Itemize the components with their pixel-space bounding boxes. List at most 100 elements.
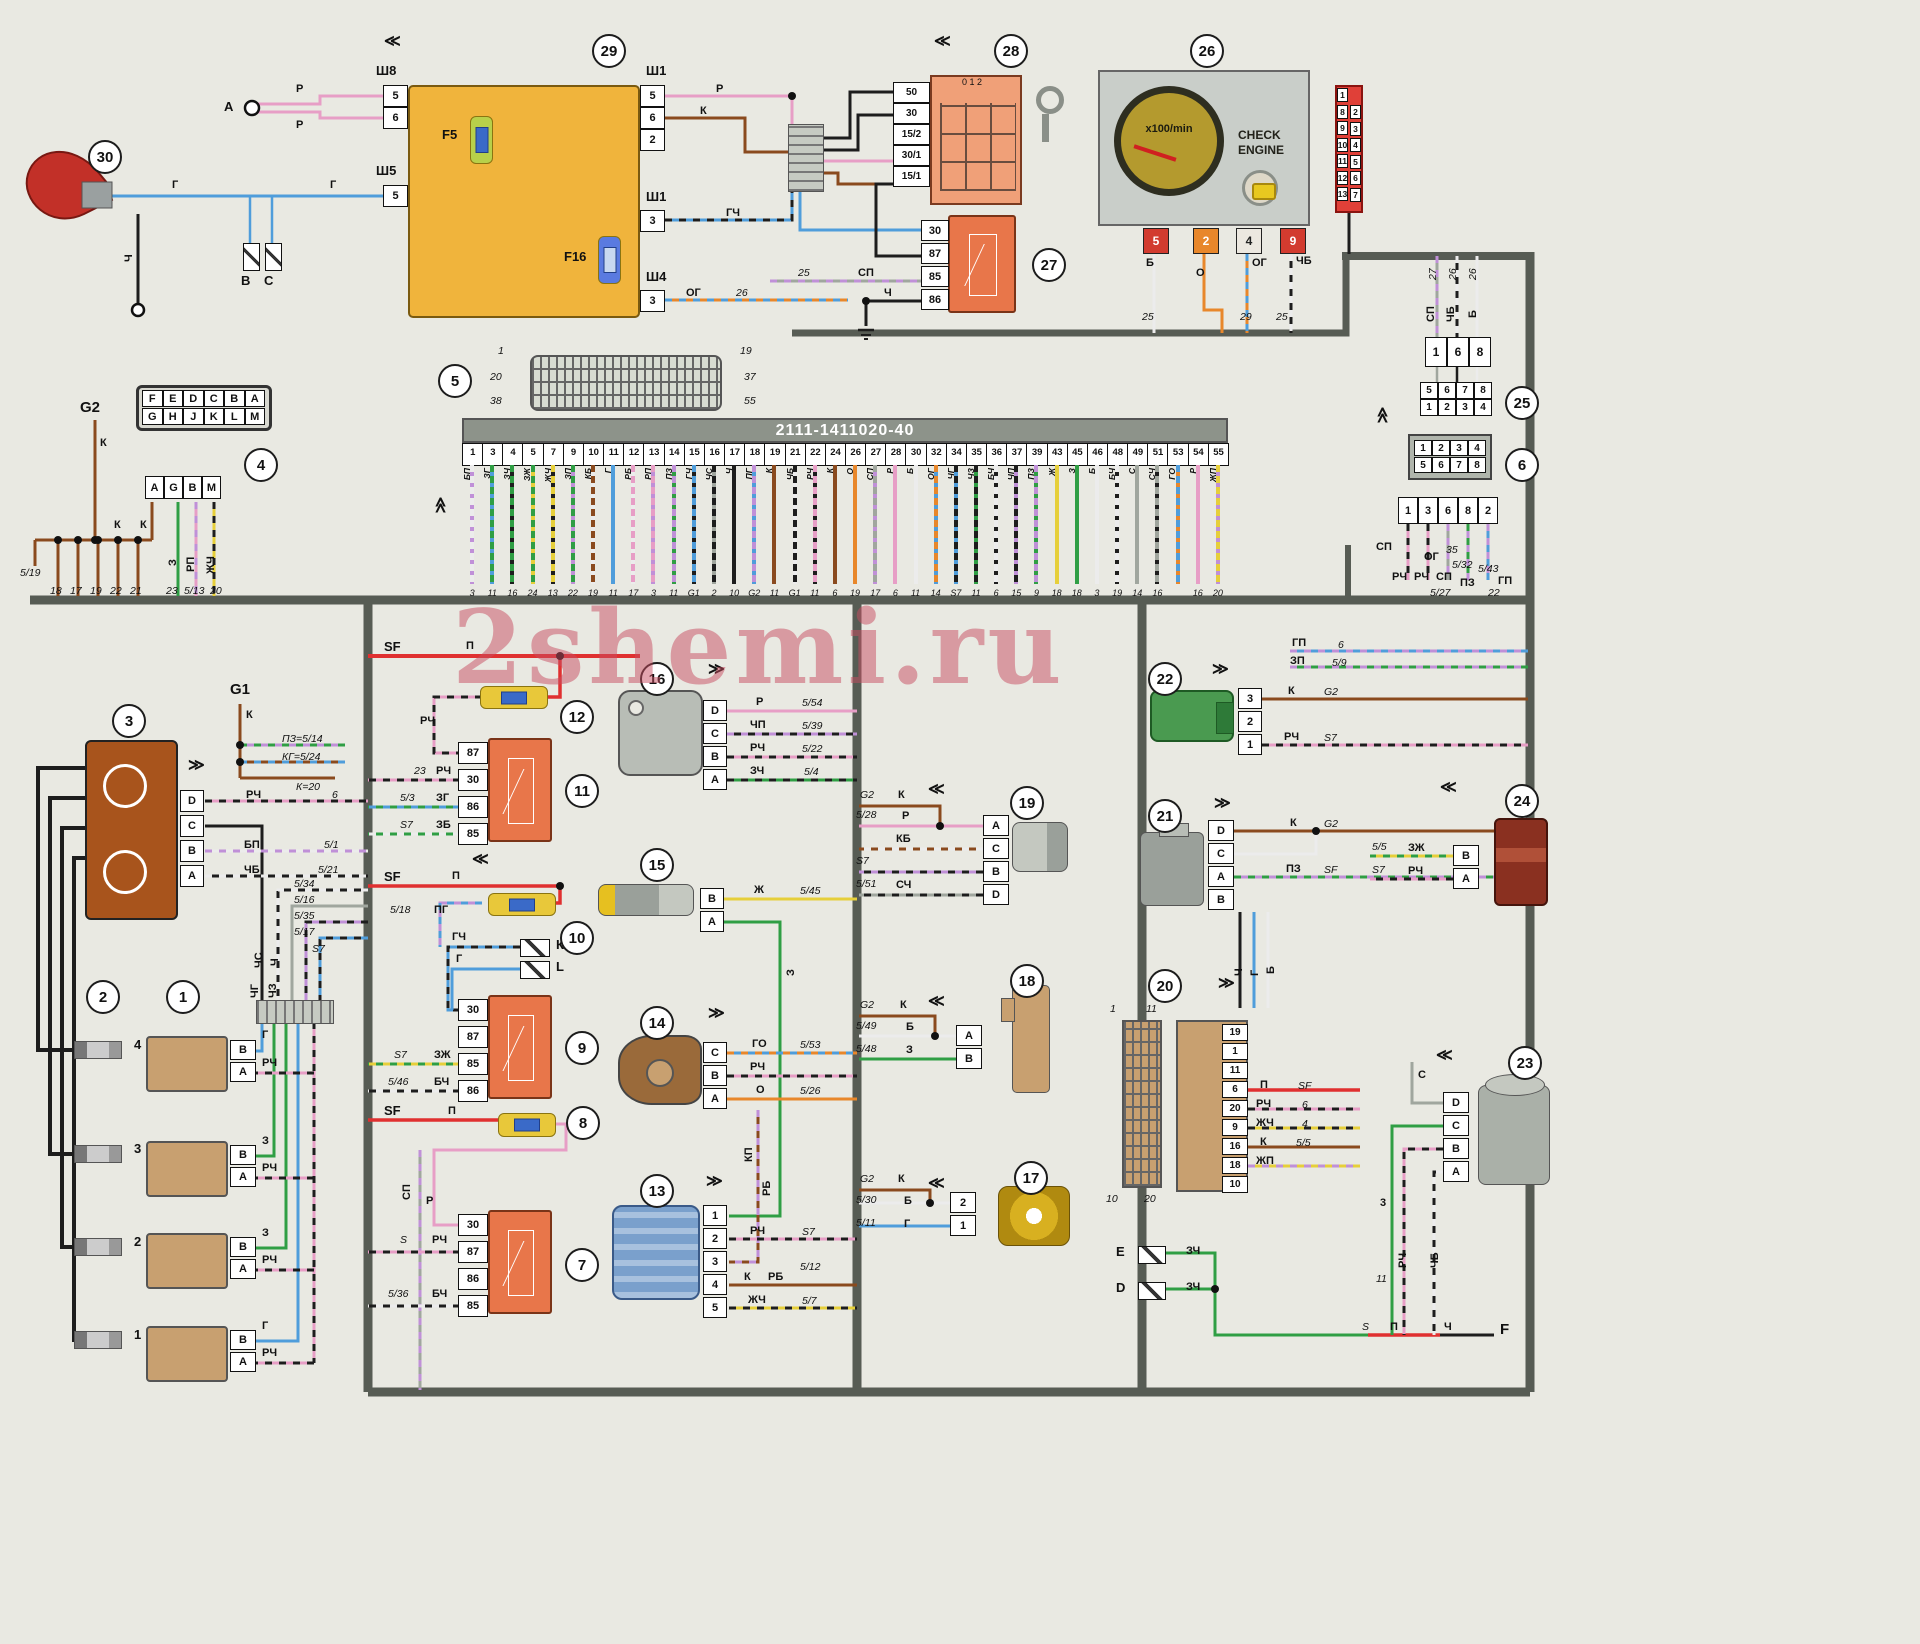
ecu-pin-number: 13: [643, 443, 665, 466]
wire-label: СП: [401, 1184, 413, 1200]
ecu-pin-number: 39: [1026, 443, 1048, 466]
connector-pin: A: [700, 911, 724, 932]
connector-pin: 8: [1474, 382, 1492, 399]
connector-pin: 1: [1222, 1043, 1248, 1060]
connector-pin: A: [180, 865, 204, 887]
red-connector-pin: 8: [1337, 104, 1348, 119]
component-number-badge: 26: [1190, 34, 1224, 68]
wire-label: F5: [442, 127, 458, 142]
wire-label: Ш1: [646, 189, 667, 204]
wire-label: Р: [296, 119, 304, 131]
wire-label: L: [556, 959, 564, 974]
wire-destination: 16: [1192, 588, 1203, 598]
wire-label: 25: [1142, 311, 1154, 323]
component-number-badge: 25: [1505, 386, 1539, 420]
connector-pin: 5: [640, 85, 665, 107]
connector-pin: 5: [383, 85, 408, 107]
wire: [60, 826, 85, 1249]
wire-destination: 22: [567, 588, 578, 598]
wire-stripe: [933, 465, 938, 584]
wire-label: 5/45: [800, 885, 821, 897]
module-16: [618, 690, 703, 776]
wire-label: G1: [230, 681, 251, 698]
connector-pin: K: [203, 408, 224, 425]
connector-b: [243, 243, 260, 271]
wire-color-code: Р: [885, 468, 896, 474]
ecu-pin-number: 48: [1107, 443, 1129, 466]
ecu-pin-cell: 5 ЗЖ 24: [522, 443, 544, 599]
relay-9: [488, 995, 552, 1099]
junction-dot: [236, 758, 244, 766]
ecu-pin-number: 9: [562, 443, 585, 466]
relay-7: [488, 1210, 552, 1314]
wire-stripe: [711, 465, 716, 584]
connector-pin: D: [180, 790, 204, 812]
component-number-badge: 3: [112, 704, 146, 738]
connector-pin: 86: [458, 1080, 488, 1102]
harness-comb-connector: [256, 1000, 334, 1024]
instrument-cluster-26: x100/min CHECK ENGINE: [1098, 70, 1310, 226]
component-number-badge: 9: [565, 1031, 599, 1065]
ecu-pin-cell: 7 ЖЧ 13: [542, 443, 565, 599]
wire-label: ≫: [1214, 795, 1231, 812]
wire-color-code: ПГ: [744, 468, 755, 480]
wire-color-code: К: [764, 468, 775, 474]
component-number-badge: 17: [1014, 1161, 1048, 1195]
connector-pin: J: [183, 408, 204, 425]
wire-stripe: [1034, 465, 1039, 584]
wire-label: К: [898, 789, 905, 801]
wire-label: ≫: [1212, 661, 1229, 678]
wire-label: Б: [904, 1195, 912, 1207]
wire: [276, 888, 368, 1000]
wire-color-code: БЧ: [1107, 468, 1117, 480]
ecu-pin-cell: 39 ПЗ 9: [1026, 443, 1048, 599]
connector-pin: 20: [1222, 1100, 1248, 1117]
component-number-badge: 1: [166, 980, 200, 1014]
wire: [1410, 1062, 1443, 1105]
wire-label: К: [246, 709, 253, 721]
wire-label: ГЧ: [452, 931, 466, 943]
wire-label: 5/13: [184, 585, 205, 597]
wire-label: РЧ: [1414, 571, 1430, 583]
wire-label: 5/3: [400, 792, 415, 804]
wire-label: Р: [426, 1195, 434, 1207]
wire-color-code: ГЧ: [683, 468, 694, 480]
wire-stripe: [671, 465, 676, 584]
wire-label: ЧБ: [244, 864, 260, 876]
wire-stripe: [1115, 465, 1120, 584]
wire-label: Р: [296, 83, 304, 95]
connector-pin: 30: [921, 220, 949, 241]
wire: [1432, 1170, 1443, 1335]
wire-label: 1: [134, 1327, 142, 1342]
wire-label: ПЗ=5/14: [282, 733, 323, 745]
component-number-badge: 4: [244, 448, 278, 482]
connector-pin: 3: [640, 210, 665, 232]
spark-plug: [74, 1238, 122, 1256]
wire-label: 5/26: [800, 1085, 821, 1097]
wire-label: 5/35: [294, 910, 315, 922]
wire-label: РЧ: [246, 789, 262, 801]
component-number-badge: 28: [994, 34, 1028, 68]
ecu-wire: ГО: [1167, 465, 1187, 599]
wire-label: 5/12: [800, 1261, 821, 1273]
wire-label: 35: [1446, 544, 1458, 556]
ecu-pin-cell: 19 К 11: [764, 443, 786, 599]
red-connector-pin: 4: [1350, 138, 1361, 152]
wire-label: ЧС: [253, 952, 265, 968]
wire-label: 20: [490, 371, 502, 383]
ecu-pin-number: 30: [905, 443, 927, 466]
wire-label: 19: [740, 345, 752, 357]
connector-pin: A: [703, 769, 727, 790]
wire: [820, 90, 893, 140]
ecu-pin-cell: 27 СП 17: [865, 443, 887, 599]
wire-destination: 14: [1132, 588, 1143, 598]
wire-label: F: [1500, 1321, 1510, 1338]
wire: [450, 967, 520, 1010]
wire-label: G2: [1324, 818, 1339, 830]
